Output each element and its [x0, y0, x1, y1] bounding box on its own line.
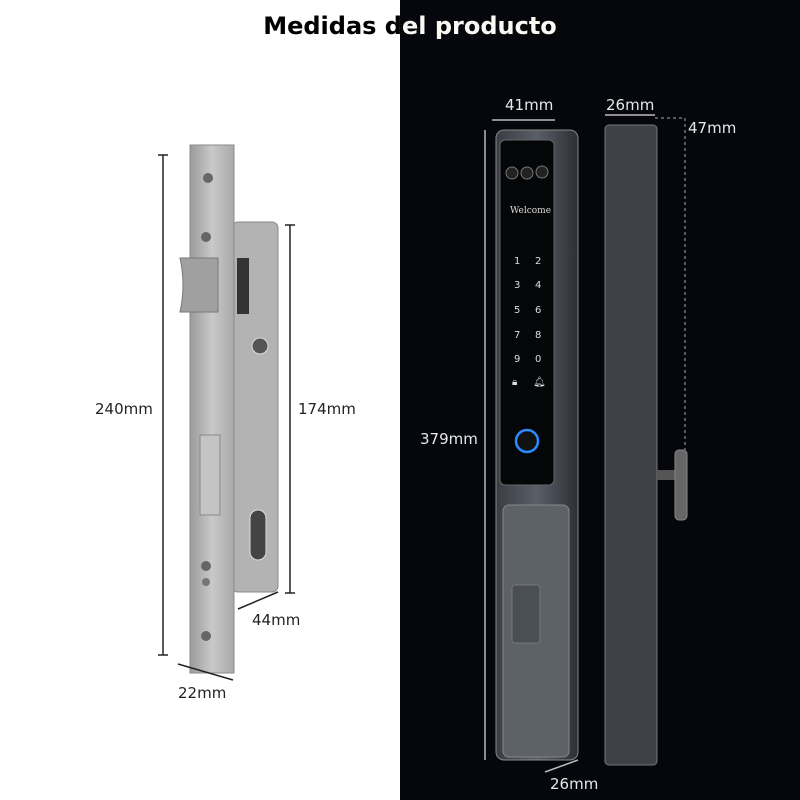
front-width-label: 41mm [505, 96, 554, 114]
mortise-height-label: 240mm [95, 400, 153, 418]
bell-icon[interactable]: 🔔︎ [533, 377, 546, 388]
key-0[interactable]: 0 [535, 354, 542, 365]
key-4[interactable]: 4 [535, 280, 542, 291]
faceplate-width-label: 22mm [178, 684, 227, 702]
mortise-lock [158, 144, 295, 681]
bottom-width-label: 26mm [550, 775, 599, 793]
handle-depth-label: 47mm [688, 119, 737, 137]
smart-lock-side [604, 114, 688, 766]
lock-icon[interactable]: 🔒︎ [512, 377, 518, 388]
screen-welcome-text: Welcome [510, 206, 552, 216]
key-5[interactable]: 5 [514, 305, 521, 316]
side-width-label: 26mm [606, 96, 655, 114]
smart-lock-front [484, 119, 579, 773]
key-7[interactable]: 7 [514, 330, 521, 341]
key-3[interactable]: 3 [514, 280, 521, 291]
key-1[interactable]: 1 [514, 256, 521, 267]
key-8[interactable]: 8 [535, 330, 542, 341]
key-2[interactable]: 2 [535, 256, 542, 267]
mortise-depth-label: 44mm [252, 611, 301, 629]
key-9[interactable]: 9 [514, 354, 521, 365]
smart-lock-panel [400, 0, 800, 800]
page-title: Medidas del producto [263, 12, 557, 40]
lock-height-label: 379mm [420, 430, 478, 448]
mortise-body-height-label: 174mm [298, 400, 356, 418]
key-6[interactable]: 6 [535, 305, 542, 316]
